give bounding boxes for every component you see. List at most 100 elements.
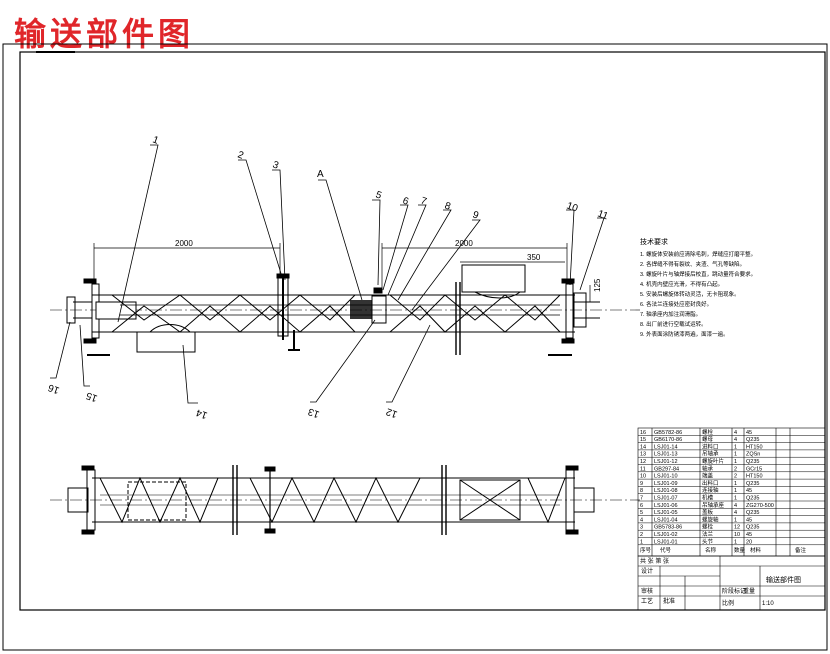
title-block-checker: 审核	[641, 587, 653, 595]
bom-cell-no: 6	[640, 503, 643, 509]
technical-notes: 技术要求 1. 螺旋体安装前应清除毛刺，焊缝应打磨平整。 2. 各焊缝不得有裂纹…	[640, 237, 756, 338]
bom-header-mat: 材料	[750, 546, 762, 554]
title-block	[637, 555, 826, 611]
bom-cell-code: LSJ01-06	[654, 503, 678, 509]
bom-cell-mat: HT150	[746, 474, 763, 480]
bom-cell-code: GB5782-86	[654, 430, 682, 436]
title-block-scale-label: 比例	[722, 599, 734, 607]
bom-cell-qty: 1	[734, 459, 737, 465]
balloon-11: 11	[596, 208, 610, 222]
bom-cell-mat: Q235	[746, 496, 759, 502]
bom-cell-no: 7	[640, 496, 643, 502]
bom-header-qty: 数量	[734, 546, 746, 554]
bom-cell-code: LSJ01-08	[654, 488, 678, 494]
bom-cell-code: LSJ01-09	[654, 481, 678, 487]
bom-cell-no: 12	[640, 459, 646, 465]
front-view	[50, 264, 640, 356]
bom-cell-qty: 4	[734, 503, 737, 509]
title-block-text: 输送部件图 设计 审核 工艺 批准 阶段标记 重量 比例 1:10 共 张 第 …	[640, 557, 801, 607]
bom-cell-qty: 1	[734, 488, 737, 494]
notes-line: 2. 各焊缝不得有裂纹、夹渣、气孔等缺陷。	[640, 260, 745, 268]
bom-cell-qty: 2	[734, 466, 737, 472]
bom-cell-name: 螺栓	[702, 428, 714, 436]
bom-cell-qty: 4	[734, 510, 737, 516]
bom-cell-code: LSJ01-05	[654, 510, 678, 516]
notes-line: 4. 机壳内壁应光滑，不得有凸起。	[640, 280, 723, 288]
bom-cell-code: GB297-84	[654, 466, 679, 472]
bom-table	[637, 427, 826, 557]
balloon-13: 13	[306, 405, 321, 419]
bom-cell-no: 8	[640, 488, 643, 494]
balloon-9: 9	[471, 209, 480, 221]
bom-cell-name: 吊轴承	[702, 450, 719, 458]
bom-cell-no: 16	[640, 430, 646, 436]
bom-cell-name: 螺旋轴	[702, 515, 719, 523]
drawing-title: 输送部件图	[14, 15, 195, 53]
balloon-1: 1	[151, 134, 160, 146]
balloon-10: 10	[565, 200, 580, 214]
balloon-5: 5	[374, 189, 383, 201]
bom-cell-code: LSJ01-12	[654, 459, 678, 465]
bom-cell-name: 螺栓	[702, 523, 714, 531]
notes-heading: 技术要求	[640, 237, 668, 246]
balloon-3: 3	[271, 159, 280, 171]
bom-header-no: 序号	[640, 546, 652, 554]
bom-cell-mat: Q235	[746, 510, 759, 516]
outer-frame	[2, 43, 828, 651]
bom-cell-mat: 45	[746, 430, 752, 436]
balloon-7: 7	[419, 195, 428, 207]
bom-cell-no: 5	[640, 510, 643, 516]
balloon-2: 2	[236, 149, 245, 161]
balloon-12: 12	[384, 405, 399, 419]
bom-cell-code: LSJ01-02	[654, 532, 678, 538]
bom-cell-no: 10	[640, 474, 646, 480]
bom-cell-code: LSJ01-13	[654, 452, 678, 458]
leader-lines	[50, 144, 605, 404]
bom-cell-mat: Q235	[746, 459, 759, 465]
bom-cell-mat: ZG270-500	[746, 503, 774, 509]
bom-cell-mat: 20	[746, 539, 752, 545]
bom-cell-name: 进料口	[702, 442, 719, 450]
bom-cell-name: 吊轴承座	[702, 501, 725, 509]
notes-line: 1. 螺旋体安装前应清除毛刺，焊缝应打磨平整。	[640, 250, 756, 258]
bom-cell-no: 13	[640, 452, 646, 458]
bom-cell-name: 轴承	[702, 464, 714, 472]
bom-cell-name: 头节	[702, 537, 714, 545]
bom-cell-qty: 1	[734, 452, 737, 458]
bom-cell-qty: 1	[734, 517, 737, 523]
notes-line: 3. 螺旋叶片与轴焊接后校直，跳动量符合要求。	[640, 270, 756, 278]
bom-cell-mat: 45	[746, 488, 752, 494]
dimension-label-2000-left: 2000	[175, 239, 193, 248]
notes-line: 5. 安装后螺旋体转动灵活，无卡阻现象。	[640, 290, 740, 298]
balloon-16: 16	[46, 381, 61, 395]
bom-cell-qty: 1	[734, 539, 737, 545]
bom-cell-no: 9	[640, 481, 643, 487]
bom-cell-mat: Q235	[746, 481, 759, 487]
bom-cell-mat: Q235	[746, 437, 759, 443]
title-block-scale-value: 1:10	[762, 601, 774, 607]
bom-cell-no: 1	[640, 539, 643, 545]
bom-cell-code: GB6170-86	[654, 437, 682, 443]
bom-header-name: 名称	[705, 546, 717, 554]
title-block-sheet: 共 张 第 张	[640, 557, 669, 565]
bom-cell-qty: 12	[734, 525, 740, 531]
bom-cell-name: 机槽	[702, 494, 714, 502]
bom-cell-mat: 45	[746, 532, 752, 538]
title-block-approve: 批准	[663, 597, 675, 605]
title-block-drawing-name: 输送部件图	[766, 575, 801, 584]
bom-header-remark: 备注	[795, 546, 807, 554]
bom-cell-name: 连接轴	[702, 486, 719, 494]
balloon-labels: 1 2 3 A 5 6 7 8 9 10 11 14 13 12 15 16	[46, 134, 610, 420]
dimensions	[93, 243, 591, 302]
balloon-15: 15	[84, 389, 99, 403]
bom-header-code: 代号	[660, 546, 672, 554]
balloon-14: 14	[194, 406, 209, 420]
bom-cell-qty: 1	[734, 496, 737, 502]
bom-cell-mat: ZQSn	[746, 452, 760, 458]
bom-cell-name: 盖板	[702, 508, 714, 516]
balloon-6: 6	[401, 195, 410, 207]
bom-cell-qty: 2	[734, 474, 737, 480]
dimension-label-350: 350	[527, 253, 541, 262]
